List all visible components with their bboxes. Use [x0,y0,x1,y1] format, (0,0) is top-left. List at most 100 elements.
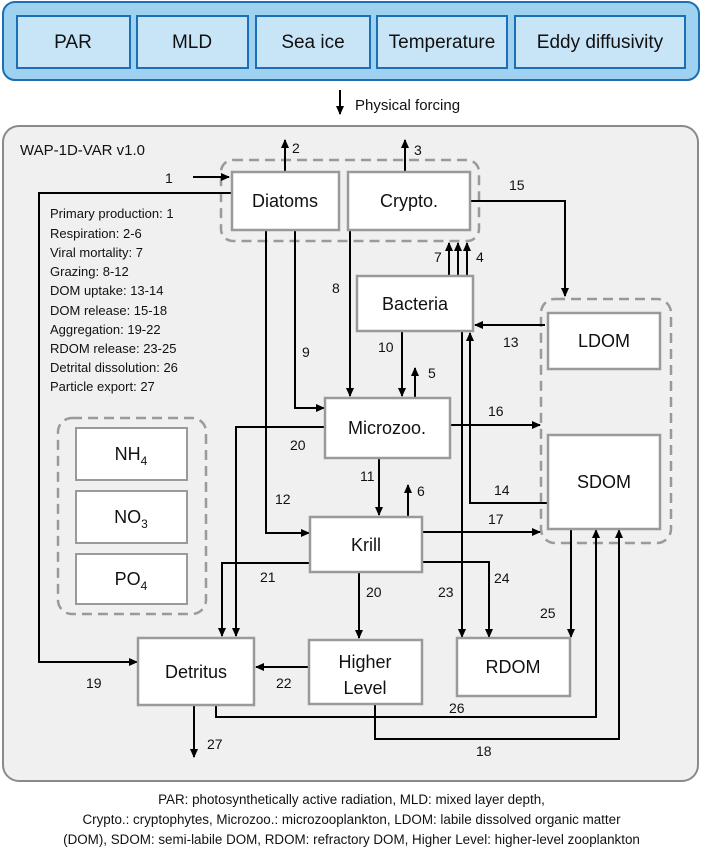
flux-label-27: 27 [207,736,223,752]
forcing-mld: MLD [136,15,249,69]
forcing-temperature: Temperature [376,15,508,69]
arrow-20a [232,426,326,637]
flux-label-2: 2 [292,140,300,156]
svg-text:PO4: PO4 [115,569,148,593]
node-detritus: Detritus [136,636,256,707]
node-bacteria: Bacteria [355,274,475,333]
node-krill: Krill [308,515,424,574]
flux-label-10: 10 [378,339,394,355]
flux-label-5: 5 [428,365,436,381]
node-diatoms: Diatoms [230,170,341,232]
flux-label-26: 26 [449,700,465,716]
node-microzoo: Microzoo. [323,396,452,460]
arrow-19 [38,192,232,666]
flux-label-11: 11 [360,468,375,484]
flux-label-6: 6 [417,483,425,499]
arrow-26 [215,529,600,718]
legend-respiration: Respiration: 2-6 [50,226,142,241]
flux-labels: 1 2 3 15 7 4 8 9 10 5 13 16 20 11 6 14 1… [86,140,556,759]
legend-rdom-release: RDOM release: 23-25 [50,341,176,356]
flux-label-25: 25 [540,605,556,621]
legend-dom-release: DOM release: 15-18 [50,303,167,318]
forcing-sea-ice-label: Sea ice [281,32,344,53]
nh4-base: NH [115,444,141,464]
flux-label-12: 12 [275,491,291,507]
nutrient-po4: PO4 [75,553,188,605]
flux-label-14: 14 [494,482,510,498]
flux-label-17: 17 [488,511,504,527]
higher-level-label-line2: Level [343,678,386,698]
node-ldom: LDOM [546,311,662,371]
caption-line-3: (DOM), SDOM: semi-labile DOM, RDOM: refr… [63,832,640,847]
forcing-temperature-label: Temperature [389,32,496,53]
caption-line-1: PAR: photosynthetically active radiation… [158,792,545,807]
legend-primary-production: Primary production: 1 [50,206,174,221]
arrow-18 [374,529,623,740]
po4-base: PO [115,569,141,589]
node-higher-level: Higher Level [307,638,424,706]
svg-text:NH4: NH4 [115,444,148,468]
detritus-label: Detritus [165,662,227,682]
flux-label-13: 13 [503,334,519,350]
forcing-eddy-diffusivity: Eddy diffusivity [514,15,686,69]
caption-line-2: Crypto.: cryptophytes, Microzoo.: microz… [82,812,621,827]
forcing-eddy-diffusivity-label: Eddy diffusivity [537,32,664,53]
forcing-sea-ice: Sea ice [255,15,371,69]
flux-arrows [38,139,623,758]
flux-label-15: 15 [509,177,525,193]
arrow-15 [471,200,569,297]
arrow-12 [265,231,310,537]
node-crypto: Crypto. [346,170,472,232]
forcing-par: PAR [16,15,131,69]
legend-detrital-dissolution: Detrital dissolution: 26 [50,360,178,375]
flux-label-4: 4 [476,249,484,265]
flux-label-23: 23 [438,584,454,600]
nutrient-no3: NO3 [75,490,188,544]
legend-aggregation: Aggregation: 19-22 [50,322,161,337]
arrow-21 [218,562,309,637]
flux-label-20b: 20 [366,584,382,600]
process-legend: Primary production: 1 Respiration: 2-6 V… [50,206,178,394]
flux-label-19: 19 [86,675,102,691]
physical-forcing-label: Physical forcing [355,97,460,114]
node-sdom: SDOM [546,433,662,531]
food-web-diagram: PAR MLD Sea ice Temperature Eddy diffusi… [2,1,700,782]
dom-group [539,297,673,545]
sdom-label: SDOM [577,472,631,492]
flux-label-8: 8 [332,280,340,296]
nutrient-group [56,416,208,616]
svg-text:NO3: NO3 [114,507,148,531]
flux-label-3: 3 [414,142,422,158]
bacteria-label: Bacteria [382,294,449,314]
node-rdom: RDOM [455,636,572,698]
flux-label-9: 9 [302,344,310,360]
legend-viral-mortality: Viral mortality: 7 [50,245,143,260]
flux-label-18: 18 [476,743,492,759]
microzoo-label: Microzoo. [348,418,426,438]
legend-grazing: Grazing: 8-12 [50,264,129,279]
no3-base: NO [114,507,141,527]
arrow-24 [423,561,493,638]
nutrient-nh4: NH4 [75,427,188,481]
flux-label-20a: 20 [290,437,306,453]
crypto-label: Crypto. [380,191,438,211]
model-title: WAP-1D-VAR v1.0 [20,142,145,159]
no3-subscript: 3 [141,517,148,531]
physical-forcing-panel: PAR MLD Sea ice Temperature Eddy diffusi… [2,1,700,81]
po4-subscript: 4 [141,579,148,593]
arrow-14 [466,332,548,504]
flux-label-16: 16 [488,403,504,419]
forcing-mld-label: MLD [172,32,212,53]
flux-label-24: 24 [494,570,510,586]
flux-label-22: 22 [276,675,292,691]
nh4-subscript: 4 [141,454,148,468]
flux-label-1: 1 [165,170,173,186]
flux-label-21: 21 [260,569,276,585]
legend-dom-uptake: DOM uptake: 13-14 [50,283,163,298]
flux-label-7: 7 [434,249,442,265]
arrow-9 [294,231,325,412]
ldom-label: LDOM [578,331,630,351]
legend-particle-export: Particle export: 27 [50,379,155,394]
krill-label: Krill [351,535,381,555]
diatoms-label: Diatoms [252,191,318,211]
